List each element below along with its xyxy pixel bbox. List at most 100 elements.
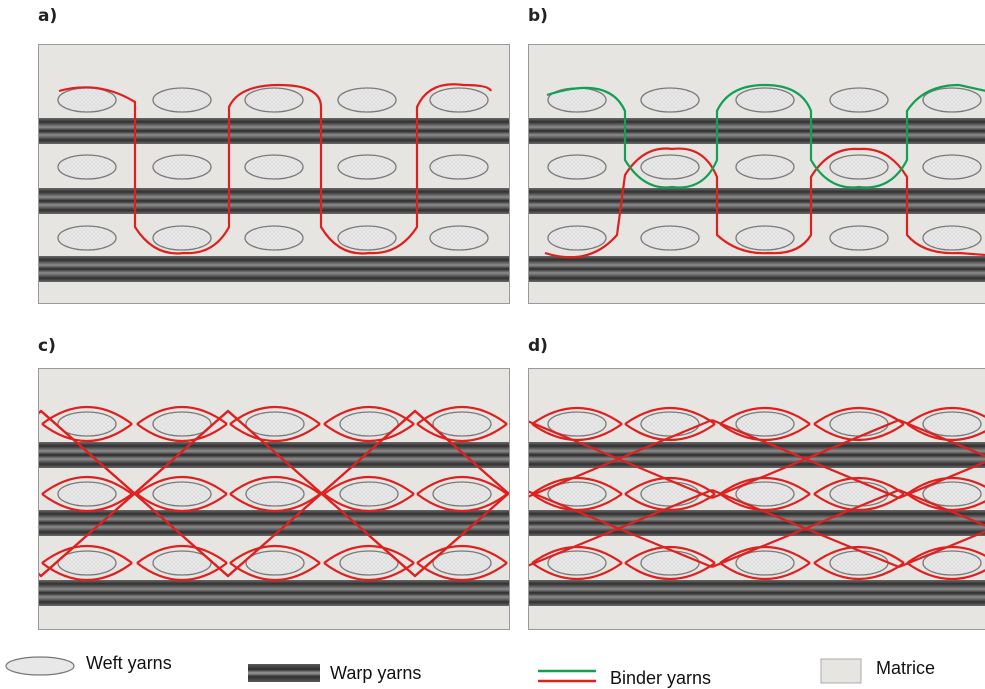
- weft-yarn: [829, 411, 889, 437]
- binder-wrap-red: [229, 476, 321, 495]
- weft-yarn: [735, 411, 795, 437]
- weft-yarn: [640, 154, 700, 180]
- binder-wrap-red: [531, 546, 623, 564]
- binder-wrap-red: [624, 546, 716, 564]
- binder-yarn-red: [414, 491, 509, 577]
- weft-yarn: [547, 411, 607, 437]
- binder-yarn-icon: [538, 669, 596, 682]
- binder-yarn-red: [39, 572, 42, 577]
- warp-yarn-3: [529, 580, 985, 606]
- binder-wrap-red: [41, 545, 133, 564]
- warp-yarn-icon: [248, 664, 320, 682]
- binder-wrap-red: [323, 406, 415, 425]
- layer-to-layer-interlock-diagram: [529, 83, 985, 282]
- binder-wrap-red: [624, 423, 716, 441]
- binder-wrap-red: [719, 423, 811, 441]
- binder-wrap-red: [229, 423, 321, 442]
- binder-wrap-red: [41, 423, 133, 442]
- weft-yarn: [640, 481, 700, 507]
- binder-yarn-red: [414, 410, 509, 496]
- legend-warp-label: Warp yarns: [330, 662, 422, 683]
- weft-yarn: [432, 411, 492, 437]
- binder-wrap-red: [624, 407, 716, 425]
- warp-yarn-3: [529, 256, 985, 282]
- binder-wrap-red: [719, 493, 811, 511]
- binder-wrap-red: [906, 493, 985, 511]
- binder-wrap-red: [531, 562, 623, 580]
- panel-label-a: a): [38, 6, 58, 26]
- binder-wrap-red: [41, 406, 133, 425]
- weft-yarn: [339, 411, 399, 437]
- binder-wrap-red: [41, 562, 133, 581]
- binder-wrap-red: [906, 562, 985, 580]
- weft-yarn: [429, 154, 489, 180]
- weft-yarn: [547, 550, 607, 576]
- through-thickness-interlock-diagram: [39, 406, 509, 606]
- weft-yarn: [829, 87, 889, 113]
- weft-yarn: [152, 225, 212, 251]
- binder-wrap-red: [906, 477, 985, 495]
- binder-wrap-red: [813, 493, 905, 511]
- matrix-swatch-icon: [820, 658, 862, 684]
- binder-wrap-red: [323, 562, 415, 581]
- binder-wrap-red: [813, 423, 905, 441]
- binder-wrap-red: [323, 423, 415, 442]
- weft-yarn: [339, 550, 399, 576]
- binder-yarn-red: [529, 418, 713, 498]
- weft-yarn: [152, 154, 212, 180]
- weft-yarn: [57, 154, 117, 180]
- weft-yarn: [57, 481, 117, 507]
- binder-wrap-red: [906, 423, 985, 441]
- binder-wrap-red: [531, 493, 623, 511]
- weft-yarn: [640, 225, 700, 251]
- binder-yarn-green: [546, 83, 985, 189]
- binder-wrap-red: [719, 562, 811, 580]
- weft-yarn: [922, 481, 982, 507]
- weft-yarn: [922, 411, 982, 437]
- binder-wrap-red: [906, 546, 985, 564]
- weft-yarn: [245, 411, 305, 437]
- binder-wrap-red: [323, 476, 415, 495]
- warp-yarn-3: [39, 580, 509, 606]
- weft-yarn: [640, 550, 700, 576]
- binder-wrap-red: [136, 423, 228, 442]
- binder-wrap-red: [229, 493, 321, 512]
- weft-yarn: [640, 411, 700, 437]
- orthogonal-interlock-diagram: [39, 83, 509, 282]
- weft-yarn: [152, 87, 212, 113]
- weft-yarn-icon: [5, 656, 75, 676]
- binder-wrap-red: [624, 562, 716, 580]
- angle-interlock-diagram: [529, 407, 985, 606]
- binder-wrap-red: [813, 546, 905, 564]
- panel-c: [38, 368, 510, 630]
- weft-yarn: [432, 481, 492, 507]
- weft-yarn: [922, 87, 982, 113]
- weft-yarn: [339, 481, 399, 507]
- panel-b: [528, 44, 985, 304]
- binder-wrap-red: [229, 545, 321, 564]
- binder-yarn-red: [898, 488, 985, 527]
- weft-yarn: [829, 481, 889, 507]
- weft-yarn: [245, 481, 305, 507]
- binder-wrap-red: [136, 545, 228, 564]
- warp-yarn-1: [529, 118, 985, 144]
- binder-wrap-red: [41, 476, 133, 495]
- weft-yarn: [152, 550, 212, 576]
- weft-yarn: [57, 411, 117, 437]
- legend-matrix: Matrice: [820, 656, 935, 684]
- weft-yarn: [735, 550, 795, 576]
- binder-wrap-red: [323, 545, 415, 564]
- warp-yarn-3: [39, 256, 509, 282]
- warp-yarn-1: [529, 442, 985, 468]
- binder-wrap-red: [531, 407, 623, 425]
- binder-wrap-red: [719, 546, 811, 564]
- weft-yarn: [429, 87, 489, 113]
- weft-yarn: [244, 154, 304, 180]
- weft-yarn: [429, 225, 489, 251]
- binder-wrap-red: [136, 493, 228, 512]
- weft-yarn: [57, 225, 117, 251]
- weft-yarn: [152, 481, 212, 507]
- warp-yarn-2: [39, 510, 509, 536]
- legend-weft-label: Weft yarns: [86, 652, 172, 673]
- weft-yarn: [244, 225, 304, 251]
